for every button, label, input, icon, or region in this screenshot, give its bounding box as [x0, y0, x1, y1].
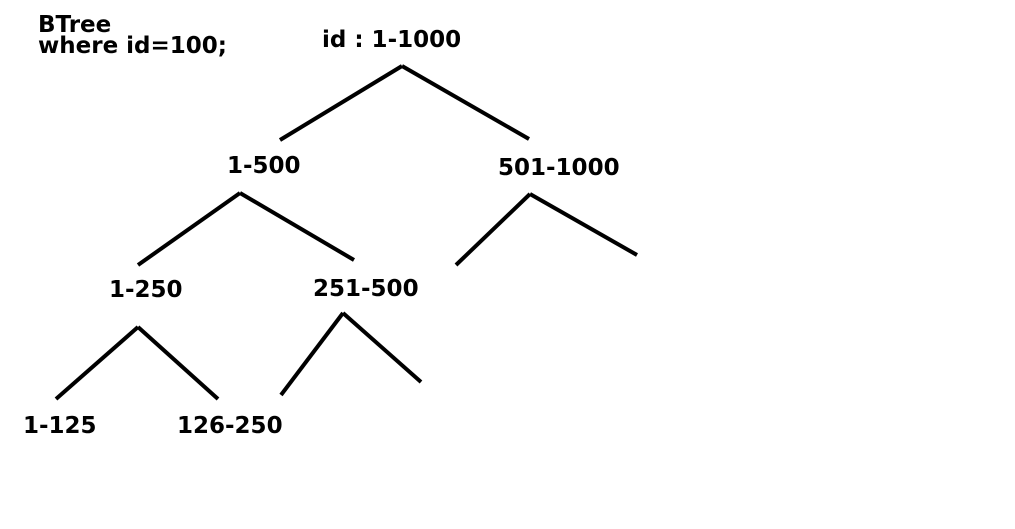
- edge-501-1000-left: [454, 192, 532, 267]
- node-501-1000: 501-1000: [498, 155, 620, 181]
- edge-root-left: [278, 64, 404, 142]
- note-query: where id=100;: [38, 33, 227, 59]
- edge-251-500-left: [279, 311, 345, 397]
- node-1-250: 1-250: [109, 277, 183, 303]
- node-126-250: 126-250: [177, 413, 283, 439]
- node-1-125: 1-125: [23, 413, 97, 439]
- edge-1-500-right: [238, 191, 356, 262]
- edge-root-right: [401, 64, 530, 141]
- node-251-500: 251-500: [313, 276, 419, 302]
- edge-1-500-left: [136, 191, 242, 267]
- edge-251-500-right: [341, 311, 423, 384]
- edge-1-250-right: [136, 325, 220, 401]
- edge-501-1000-right: [529, 192, 638, 257]
- node-root: id : 1-1000: [322, 27, 462, 53]
- node-1-500: 1-500: [227, 153, 301, 179]
- edge-1-250-left: [54, 325, 140, 401]
- note-title: BTree: [38, 12, 112, 38]
